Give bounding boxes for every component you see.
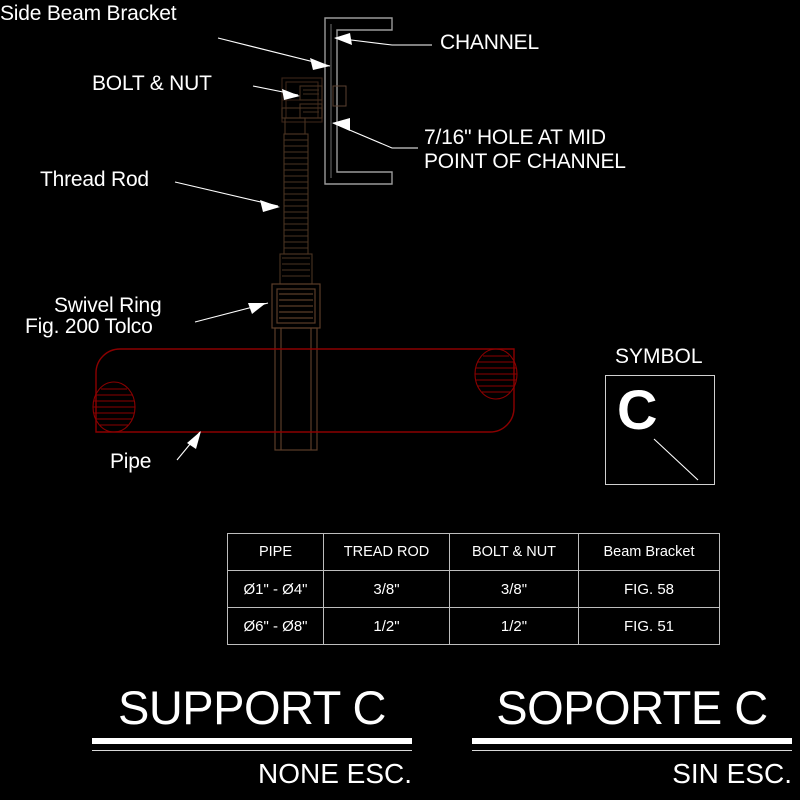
callout-bolt-and-nut: BOLT & NUT [92, 72, 212, 95]
table-header-pipe: PIPE [227, 533, 324, 571]
pipe-break-circle-right [474, 348, 518, 400]
table-cell: 1/2" [323, 607, 450, 645]
table-cell: FIG. 51 [578, 607, 720, 645]
table-cell: Ø1" - Ø4" [227, 570, 324, 608]
callout-swivel-ring-line1: Swivel Ring [54, 294, 162, 317]
leader-arrowheads [187, 33, 352, 449]
symbol-box: C [605, 375, 715, 485]
title-rule-thick-left [92, 738, 412, 744]
callout-thread-rod: Thread Rod [40, 168, 149, 191]
callout-channel: CHANNEL [440, 31, 539, 54]
channel-hole-shape [332, 85, 347, 107]
table-cell: FIG. 58 [578, 570, 720, 608]
table-row: Ø6" - Ø8" 1/2" 1/2" FIG. 51 [227, 607, 720, 645]
leader-lines [174, 37, 432, 461]
bolt-and-nut-shape [299, 85, 323, 119]
title-main-right: SOPORTE C [496, 681, 768, 734]
symbol-leader-line [653, 438, 699, 481]
channel-shape [324, 17, 393, 185]
rod-coupling-shape [279, 253, 313, 285]
table-cell: 3/8" [449, 570, 579, 608]
title-sub-right: SIN ESC. [672, 758, 792, 789]
table-cell: Ø6" - Ø8" [227, 607, 324, 645]
swivel-ring-shape [271, 283, 321, 451]
callout-hole-line1: 7/16" HOLE AT MID [424, 126, 606, 149]
callout-side-beam-bracket: Side Beam Bracket [0, 2, 177, 25]
symbol-caption: SYMBOL [615, 345, 703, 368]
table-header-tread-rod: TREAD ROD [323, 533, 450, 571]
table-header-row: PIPE TREAD ROD BOLT & NUT Beam Bracket [227, 533, 720, 571]
title-block-left: SUPPORT C NONE ESC. [92, 684, 412, 788]
table-cell: 3/8" [323, 570, 450, 608]
title-rule-thick-right [472, 738, 792, 744]
symbol-block: SYMBOL C [605, 345, 715, 485]
title-sub-left: NONE ESC. [257, 758, 412, 789]
symbol-letter: C [617, 378, 658, 441]
title-rule-thin-left [92, 750, 412, 751]
thread-rod-shape [281, 107, 323, 255]
callout-swivel-ring-line2: Fig. 200 Tolco [25, 315, 153, 338]
pipe-break-circle-left [92, 381, 136, 433]
title-block-right: SOPORTE C SIN ESC. [472, 684, 792, 788]
title-rule-thin-right [472, 750, 792, 751]
callout-hole-line2: POINT OF CHANNEL [424, 150, 626, 173]
spec-table: PIPE TREAD ROD BOLT & NUT Beam Bracket Ø… [227, 533, 720, 645]
table-row: Ø1" - Ø4" 3/8" 3/8" FIG. 58 [227, 570, 720, 608]
table-header-bolt-nut: BOLT & NUT [449, 533, 579, 571]
callout-pipe: Pipe [110, 450, 152, 473]
title-main-left: SUPPORT C [118, 681, 387, 734]
table-cell: 1/2" [449, 607, 579, 645]
pipe-shape [95, 348, 515, 433]
table-header-beam-bracket: Beam Bracket [578, 533, 720, 571]
